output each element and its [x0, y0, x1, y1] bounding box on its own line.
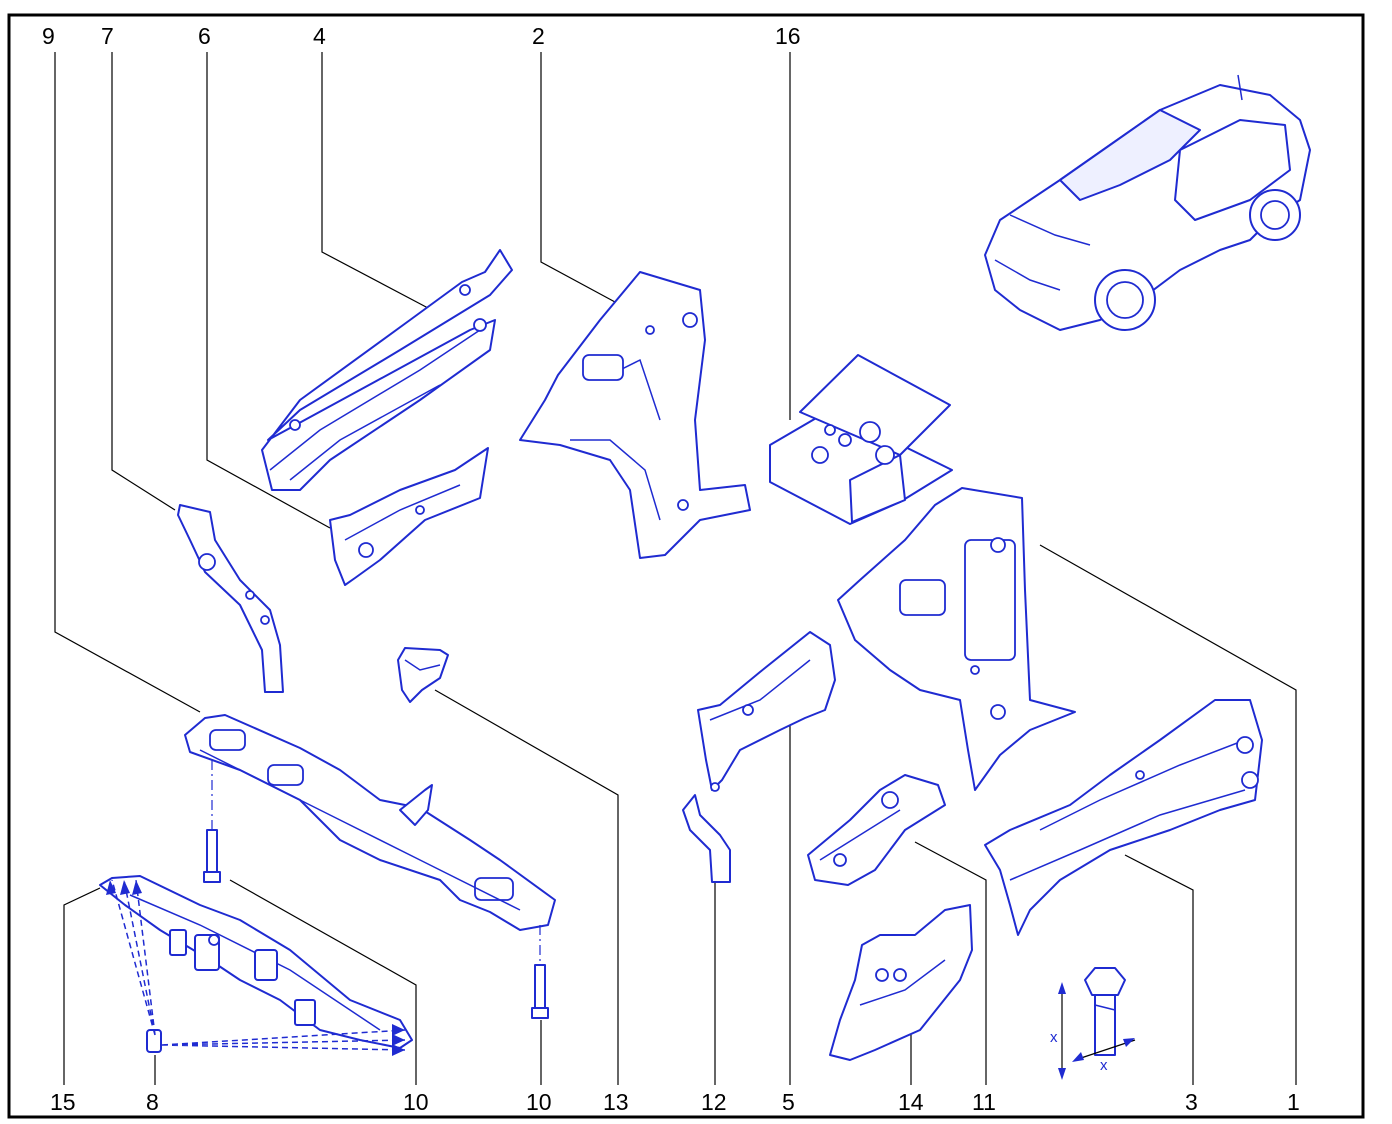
part-3-side-member — [984, 699, 1263, 936]
callout-5: 5 — [782, 1089, 795, 1115]
part-8-bolt — [106, 879, 406, 1056]
callout-14: 14 — [898, 1089, 924, 1115]
part-4-side-member — [261, 249, 513, 491]
part-10-bolts — [203, 760, 549, 1019]
callout-7: 7 — [101, 23, 114, 49]
part-7-strut — [177, 504, 284, 693]
callout-10-right: 10 — [526, 1089, 552, 1115]
callout-11: 11 — [972, 1089, 996, 1115]
part-11-panel — [807, 774, 946, 886]
callout-10-left: 10 — [403, 1089, 429, 1115]
part-5-panel — [697, 631, 836, 792]
part-16-fastener-kit — [769, 354, 953, 525]
vehicle-illustration — [984, 74, 1311, 331]
diagram-frame — [7, 13, 1365, 1119]
callout-12: 12 — [701, 1089, 727, 1115]
part-15-lower-member — [99, 875, 413, 1049]
part-9-cross-member — [184, 714, 556, 931]
callout-2: 2 — [532, 23, 545, 49]
leader-lines — [54, 52, 1297, 1085]
part-13-small-bracket — [397, 647, 449, 703]
part-1-inner-wing — [837, 487, 1076, 791]
dimension-x-vertical: x — [1050, 1029, 1058, 1046]
callout-13: 13 — [603, 1089, 629, 1115]
part-6-bracket — [329, 447, 489, 586]
callout-6: 6 — [198, 23, 211, 49]
part-12-bracket — [682, 794, 731, 883]
callout-4: 4 — [313, 23, 326, 49]
dimension-x-horizontal: x — [1100, 1057, 1108, 1074]
part-14-panel — [829, 904, 973, 1061]
callout-8: 8 — [146, 1089, 159, 1115]
callout-15: 15 — [50, 1089, 76, 1115]
callout-16: 16 — [775, 23, 801, 49]
callout-3: 3 — [1185, 1089, 1198, 1115]
callout-9: 9 — [42, 23, 55, 49]
callout-1: 1 — [1287, 1089, 1300, 1115]
bolt-dimension-detail: x x — [1050, 967, 1136, 1080]
part-2-wheel-arch — [519, 271, 751, 559]
